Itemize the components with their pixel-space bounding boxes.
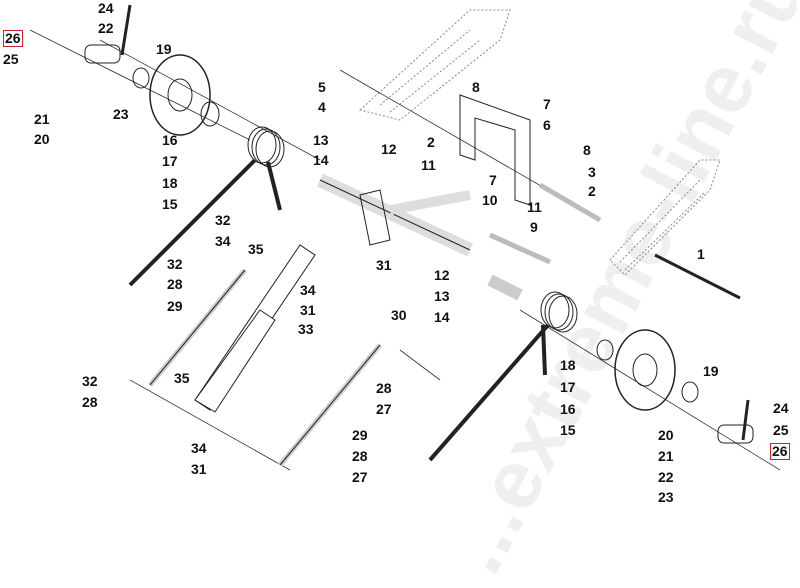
callout-32-bottom: 32 [82, 373, 98, 389]
shaft-3 [538, 182, 602, 223]
callout-6: 6 [543, 117, 551, 133]
callout-34-mid: 34 [300, 282, 316, 298]
callout-23-bottom: 23 [658, 489, 674, 505]
callout-3: 3 [588, 164, 596, 180]
callout-34-top: 34 [215, 233, 231, 249]
callout-7-mid: 7 [489, 172, 497, 188]
callout-8-top: 8 [472, 79, 480, 95]
callout-1: 1 [697, 246, 705, 262]
callout-17: 17 [162, 153, 178, 169]
callout-31-bottom: 31 [191, 461, 207, 477]
diagram-drawing [29, 4, 781, 471]
callout-15: 15 [162, 196, 178, 212]
callout-28-top: 28 [167, 276, 183, 292]
callout-15-bottom: 15 [560, 422, 576, 438]
callout-29-bottom: 29 [352, 427, 368, 443]
callout-12-top: 12 [381, 141, 397, 157]
torsion-spring-bottom [428, 291, 578, 462]
rail-plate-right [609, 159, 721, 276]
callout-2-right: 2 [588, 183, 596, 199]
parts-diagram: ...extreme-line.ru [3, 0, 800, 587]
bracket-bottom-right [717, 399, 754, 444]
callout-24: 24 [98, 0, 114, 16]
bracket-top-left [84, 4, 132, 64]
front-arm-bracket [459, 94, 531, 206]
shaft-9 [488, 232, 552, 265]
axis-lines [29, 29, 781, 471]
callout-33: 33 [298, 321, 314, 337]
callout-7-top: 7 [543, 96, 551, 112]
callout-14-mid: 14 [434, 309, 450, 325]
link-left [148, 268, 247, 387]
rail-plate-top [358, 9, 511, 121]
callout-9: 9 [530, 219, 538, 235]
callout-31-right: 31 [376, 257, 392, 273]
callout-30: 30 [391, 307, 407, 323]
callout-25: 25 [3, 51, 19, 67]
callout-21-bottom: 21 [658, 448, 674, 464]
callout-26: 26 [3, 30, 23, 47]
torsion-spring-top [128, 126, 285, 287]
callout-17-bottom: 17 [560, 379, 576, 395]
callout-2-top: 2 [427, 134, 435, 150]
callout-20: 20 [34, 131, 50, 147]
callout-27-bottom: 27 [352, 469, 368, 485]
callout-11-mid: 11 [527, 199, 542, 215]
callout-12-mid: 12 [434, 267, 450, 283]
callout-22: 22 [98, 20, 114, 36]
callout-19: 19 [156, 41, 172, 57]
shock-absorber [194, 244, 316, 413]
callout-35-bottom: 35 [174, 370, 190, 386]
callout-31-mid: 31 [300, 302, 316, 318]
callout-25-bottom: 25 [773, 422, 789, 438]
idler-wheel-top [132, 54, 220, 136]
idler-wheel-bottom [596, 329, 699, 411]
callout-4: 4 [318, 99, 326, 115]
callout-13-mid: 13 [434, 288, 450, 304]
callout-18-bottom: 18 [560, 357, 576, 373]
callout-18: 18 [162, 175, 178, 191]
callout-26-bottom: 26 [770, 443, 790, 460]
callout-24-bottom: 24 [773, 400, 789, 416]
link-right [278, 343, 382, 467]
callout-19-bottom: 19 [703, 363, 719, 379]
callout-32-top: 32 [215, 212, 231, 228]
callout-28-mid: 28 [376, 380, 392, 396]
callout-23: 23 [113, 106, 129, 122]
callout-34-bottom: 34 [191, 440, 207, 456]
callout-11-top: 11 [421, 157, 436, 173]
callout-14-top: 14 [313, 152, 329, 168]
callout-16: 16 [162, 132, 178, 148]
callout-16-bottom: 16 [560, 401, 576, 417]
callout-22-bottom: 22 [658, 469, 674, 485]
callout-13-top: 13 [313, 132, 329, 148]
callout-32-mid: 32 [167, 256, 183, 272]
bolt-1 [654, 253, 741, 300]
callout-27-mid: 27 [376, 401, 392, 417]
callout-28-bottom: 28 [352, 448, 368, 464]
callout-29-top: 29 [167, 298, 183, 314]
callout-21: 21 [34, 111, 50, 127]
callout-28-left: 28 [82, 394, 98, 410]
callout-8-right: 8 [583, 142, 591, 158]
callout-20-bottom: 20 [658, 427, 674, 443]
callout-5: 5 [318, 79, 326, 95]
callout-10: 10 [482, 192, 498, 208]
cross-shaft [317, 173, 473, 257]
callout-35-top: 35 [248, 241, 264, 257]
spacer-14 [487, 274, 523, 301]
